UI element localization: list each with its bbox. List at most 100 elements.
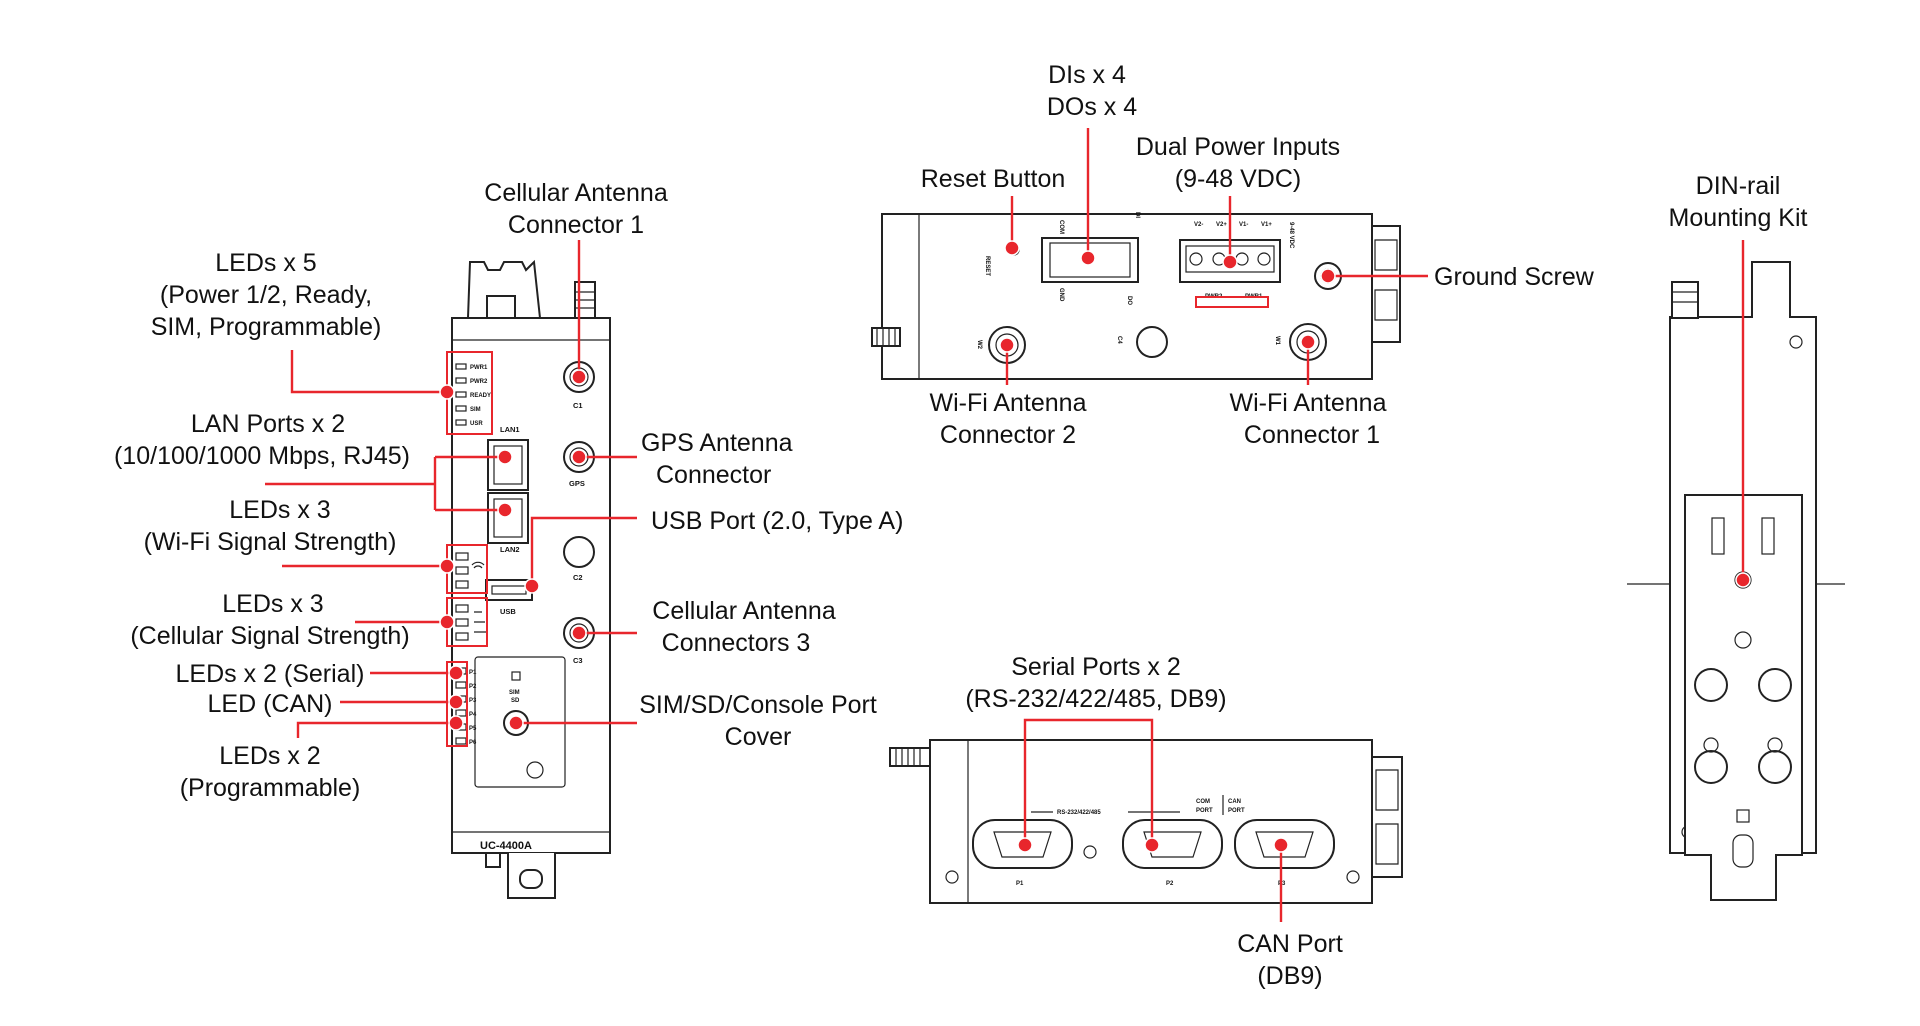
v-pin-2: V1- <box>1239 222 1248 228</box>
dot-wifi2 <box>999 337 1015 353</box>
com-port-line2: PORT <box>1196 808 1213 814</box>
led-label-p1: P1 <box>469 670 477 676</box>
c2-label: C2 <box>573 573 583 582</box>
led-label-sim: SIM <box>470 407 481 413</box>
dot-din <box>1735 572 1751 588</box>
led-label-p6: P6 <box>469 740 477 746</box>
dot-usb <box>524 578 540 594</box>
label-din-line2: Mounting Kit <box>1669 204 1808 232</box>
front-led-group-power: PWR1 PWR2 READY SIM USR <box>455 363 491 427</box>
label-serial-line1: Serial Ports x 2 <box>1011 653 1181 681</box>
do-device-label: DO <box>1126 296 1132 305</box>
v-pin-1: V2+ <box>1216 222 1227 228</box>
label-leds-prog-line1: LEDs x 2 <box>219 742 320 770</box>
dot-power <box>1222 254 1238 270</box>
din-rail-kit-shape <box>1684 494 1803 901</box>
label-sim-cover-line2: Cover <box>725 723 792 751</box>
leader-usb <box>530 516 637 586</box>
front-lan-ports: LAN1 LAN2 <box>487 425 529 554</box>
label-lan-line1: LAN Ports x 2 <box>191 410 345 438</box>
leader-serial-ports <box>1023 718 1154 845</box>
w1-device-label: W1 <box>1274 336 1280 346</box>
lan2-label: LAN2 <box>500 545 520 554</box>
label-leds-cell-line2: (Cellular Signal Strength) <box>130 622 409 650</box>
dot-serial-p2 <box>1144 837 1160 853</box>
highlight-box-serial-leds <box>446 661 468 747</box>
dot-dio <box>1080 250 1096 266</box>
label-wifi1-line1: Wi-Fi Antenna <box>1229 389 1386 417</box>
dot-ground <box>1320 268 1336 284</box>
wifi-icon <box>471 561 485 569</box>
label-dio-line2: DOs x 4 <box>1047 93 1137 121</box>
can-port-line1: CAN <box>1228 799 1241 805</box>
led-label-p2: P2 <box>469 684 477 690</box>
label-leds5-line2: (Power 1/2, Ready, <box>160 281 372 309</box>
label-lan-line2: (10/100/1000 Mbps, RJ45) <box>114 442 410 470</box>
c4-device-label: C4 <box>1116 336 1122 344</box>
di-device-label: DI <box>1134 212 1140 218</box>
label-cellular-c1-line1: Cellular Antenna <box>484 179 668 207</box>
label-cellular-c1-line2: Connector 1 <box>508 211 644 239</box>
led-label-pwr1: PWR1 <box>470 365 488 371</box>
label-ground: Ground Screw <box>1434 263 1595 291</box>
dot-prog-leds <box>448 715 464 731</box>
c3-label: C3 <box>573 656 583 665</box>
sd-device-label: SD <box>511 698 520 704</box>
label-wifi1-line2: Connector 1 <box>1244 421 1380 449</box>
c1-label: C1 <box>573 401 583 410</box>
signal-bars-icon <box>474 611 488 633</box>
led-label-usr: USR <box>470 421 483 427</box>
dot-sim-cover <box>508 715 524 731</box>
label-leds5-line1: LEDs x 5 <box>215 249 316 277</box>
highlight-box-power <box>1195 296 1269 308</box>
label-leds-wifi-line1: LEDs x 3 <box>229 496 330 524</box>
label-leds-cell-line1: LEDs x 3 <box>222 590 323 618</box>
label-leds-wifi-line2: (Wi-Fi Signal Strength) <box>144 528 397 556</box>
v-pin-3: V1+ <box>1261 222 1272 228</box>
dot-can <box>1273 837 1289 853</box>
label-serial-line2: (RS-232/422/485, DB9) <box>965 685 1226 713</box>
label-cellular-c3-line1: Cellular Antenna <box>652 597 836 625</box>
label-dio-line1: DIs x 4 <box>1048 61 1126 89</box>
dot-can-led <box>448 694 464 710</box>
can-port-line2: PORT <box>1228 808 1245 814</box>
label-reset: Reset Button <box>921 165 1066 193</box>
p2-device-label: P2 <box>1166 881 1174 887</box>
label-power-line1: Dual Power Inputs <box>1136 133 1340 161</box>
label-usb: USB Port (2.0, Type A) <box>651 507 903 535</box>
led-label-pwr2: PWR2 <box>470 379 488 385</box>
rs-device-label: RS-232/422/485 <box>1057 810 1101 816</box>
label-can-line2: (DB9) <box>1257 962 1322 990</box>
dot-cellular-c3 <box>571 625 587 641</box>
leader-leds5 <box>290 350 447 394</box>
label-leds-serial: LEDs x 2 (Serial) <box>176 660 365 688</box>
label-leds-prog-line2: (Programmable) <box>180 774 361 802</box>
label-can-line1: CAN Port <box>1237 930 1343 958</box>
led-label-ready: READY <box>470 393 491 399</box>
leader-lines <box>265 128 1745 922</box>
dot-serial-p1 <box>1017 837 1033 853</box>
gps-device-label: GPS <box>569 479 585 488</box>
p1-device-label: P1 <box>1016 881 1024 887</box>
dot-wifi1 <box>1300 334 1316 350</box>
com-port-line1: COM <box>1196 799 1210 805</box>
model-label: UC-4400A <box>480 840 532 852</box>
label-power-line2: (9-48 VDC) <box>1175 165 1301 193</box>
label-cellular-c3-line2: Connectors 3 <box>662 629 811 657</box>
usb-device-label: USB <box>500 607 516 616</box>
label-din-line1: DIN-rail <box>1696 172 1781 200</box>
label-leds5-line3: SIM, Programmable) <box>151 313 382 341</box>
label-gps-line2: Connector <box>656 461 771 489</box>
sim-device-label: SIM <box>509 690 520 696</box>
w2-device-label: W2 <box>976 340 982 350</box>
dot-reset <box>1004 240 1020 256</box>
dot-cell-leds <box>439 614 455 630</box>
lan1-label: LAN1 <box>500 425 520 434</box>
callout-labels: Cellular Antenna Connector 1 LEDs x 5 (P… <box>114 61 1808 990</box>
top-view-device: RESET DI DO COM GND V2- V2+ V1- V1+ PWR2… <box>871 212 1401 380</box>
label-led-can: LED (CAN) <box>207 690 332 718</box>
dot-lan1 <box>497 449 513 465</box>
v-pin-0: V2- <box>1194 222 1203 228</box>
dot-cellular-c1 <box>571 369 587 385</box>
